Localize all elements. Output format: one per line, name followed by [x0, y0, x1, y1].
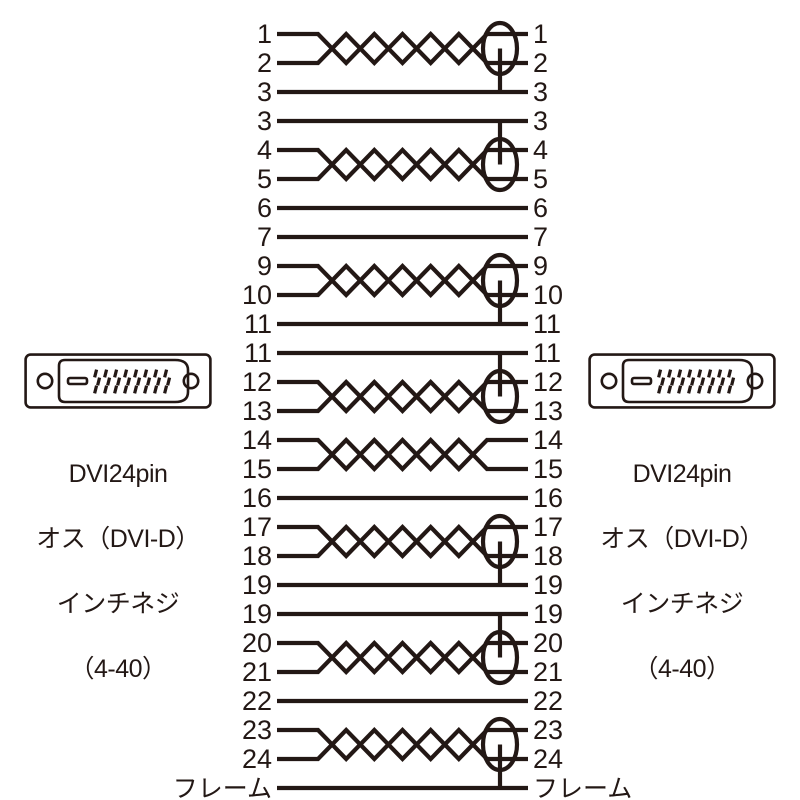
wire-twisted-20/21-b — [277, 639, 528, 676]
shield-ellipse-9/10 — [480, 252, 520, 309]
pin-label-left-9: 10 — [242, 280, 272, 310]
pin-label-right-7: 7 — [533, 222, 548, 252]
pin-label-right-23: 22 — [533, 686, 563, 716]
pin-label-right-24: 23 — [533, 715, 563, 745]
left-connector-caption-line3: インチネジ — [56, 589, 180, 618]
dvi-d-24pin-male-connector-icon — [24, 353, 212, 409]
pin-label-left-13: 13 — [242, 396, 272, 426]
pin-label-left-19: 19 — [242, 570, 272, 600]
pin-label-right-22: 21 — [533, 657, 563, 687]
right-connector-caption: DVI24pin オス（DVI-D） インチネジ （4-40） — [562, 425, 800, 718]
pin-label-right-13: 13 — [533, 396, 563, 426]
wire-twisted-14/15-a — [277, 436, 528, 473]
shield-ellipse-23/24 — [480, 716, 520, 773]
shield-ellipse-12/13 — [480, 368, 520, 425]
pin-label-right-5: 5 — [533, 164, 548, 194]
wire-twisted-9/10-a — [277, 262, 528, 299]
wire-twisted-4/5-b — [277, 146, 528, 183]
pin-label-left-17: 17 — [242, 512, 272, 542]
right-connector-caption-line3: インチネジ — [620, 589, 744, 618]
pin-label-left-23: 22 — [242, 686, 272, 716]
pin-label-left-0: 1 — [257, 19, 272, 49]
pin-label-right-17: 17 — [533, 512, 563, 542]
pin-label-left-2: 3 — [257, 77, 272, 107]
wire-twisted-9/10-b — [277, 262, 528, 299]
pin-label-left-20: 19 — [242, 599, 272, 629]
pin-label-left-4: 4 — [257, 135, 272, 165]
pin-label-right-15: 15 — [533, 454, 563, 484]
pin-label-left-22: 21 — [242, 657, 272, 687]
pin-label-left-18: 18 — [242, 541, 272, 571]
right-connector-block: DVI24pin オス（DVI-D） インチネジ （4-40） — [562, 352, 800, 718]
wire-twisted-17/18-b — [277, 523, 528, 560]
pin-label-left-21: 20 — [242, 628, 272, 658]
pin-label-right-19: 19 — [533, 570, 563, 600]
pin-label-left-3: 3 — [257, 106, 272, 136]
pin-label-left-7: 7 — [257, 222, 272, 252]
wire-twisted-1/2-a — [277, 30, 528, 67]
wire-twisted-20/21-a — [277, 639, 528, 676]
pin-label-right-16: 16 — [533, 483, 563, 513]
shield-ellipse-20/21 — [480, 629, 520, 686]
pin-label-right-0: 1 — [533, 19, 548, 49]
pin-label-left-12: 12 — [242, 367, 272, 397]
pin-label-left-16: 16 — [242, 483, 272, 513]
right-connector-caption-line4: （4-40） — [633, 654, 731, 683]
left-connector-block: DVI24pin オス（DVI-D） インチネジ （4-40） — [0, 352, 238, 718]
wire-twisted-12/13-a — [277, 378, 528, 415]
pin-label-left-5: 5 — [257, 164, 272, 194]
pin-label-right-4: 4 — [533, 135, 548, 165]
pin-label-left-26: フレーム — [173, 775, 272, 800]
wire-twisted-23/24-a — [277, 726, 528, 763]
pin-label-right-21: 20 — [533, 628, 563, 658]
pin-label-right-10: 11 — [533, 309, 561, 339]
pin-label-left-14: 14 — [242, 425, 272, 455]
pin-label-right-12: 12 — [533, 367, 563, 397]
shield-ellipse-17/18 — [480, 513, 520, 570]
wire-twisted-17/18-a — [277, 523, 528, 560]
pin-label-right-9: 10 — [533, 280, 563, 310]
left-connector-caption: DVI24pin オス（DVI-D） インチネジ （4-40） — [0, 425, 238, 718]
pin-label-left-25: 24 — [242, 744, 272, 774]
left-connector-caption-line4: （4-40） — [69, 654, 167, 683]
wire-twisted-4/5-a — [277, 146, 528, 183]
shield-ellipse-4/5 — [480, 136, 520, 193]
pin-label-left-11: 11 — [244, 338, 272, 368]
pin-label-left-1: 2 — [257, 48, 272, 78]
pin-label-left-8: 9 — [257, 251, 272, 281]
pin-label-right-11: 11 — [533, 338, 561, 368]
right-connector-caption-line1: DVI24pin — [632, 459, 732, 488]
pin-label-right-6: 6 — [533, 193, 548, 223]
wire-twisted-12/13-b — [277, 378, 528, 415]
pin-label-right-8: 9 — [533, 251, 548, 281]
pin-label-left-15: 15 — [242, 454, 272, 484]
pin-label-right-18: 18 — [533, 541, 563, 571]
pin-label-right-1: 2 — [533, 48, 548, 78]
pin-label-left-6: 6 — [257, 193, 272, 223]
pin-label-right-2: 3 — [533, 77, 548, 107]
pin-label-left-24: 23 — [242, 715, 272, 745]
dvi-d-24pin-male-connector-icon — [588, 353, 776, 409]
pin-label-left-10: 11 — [244, 309, 272, 339]
pin-label-right-25: 24 — [533, 744, 563, 774]
left-connector-caption-line1: DVI24pin — [68, 459, 168, 488]
pin-label-right-3: 3 — [533, 106, 548, 136]
wire-twisted-23/24-b — [277, 726, 528, 763]
pin-label-right-20: 19 — [533, 599, 563, 629]
pin-label-right-14: 14 — [533, 425, 563, 455]
pin-label-right-26: フレーム — [533, 775, 632, 800]
wire-twisted-1/2-b — [277, 30, 528, 67]
left-connector-caption-line2: オス（DVI-D） — [36, 524, 200, 553]
right-connector-caption-line2: オス（DVI-D） — [600, 524, 764, 553]
shield-ellipse-1/2 — [480, 20, 520, 77]
wire-twisted-14/15-b — [277, 436, 528, 473]
